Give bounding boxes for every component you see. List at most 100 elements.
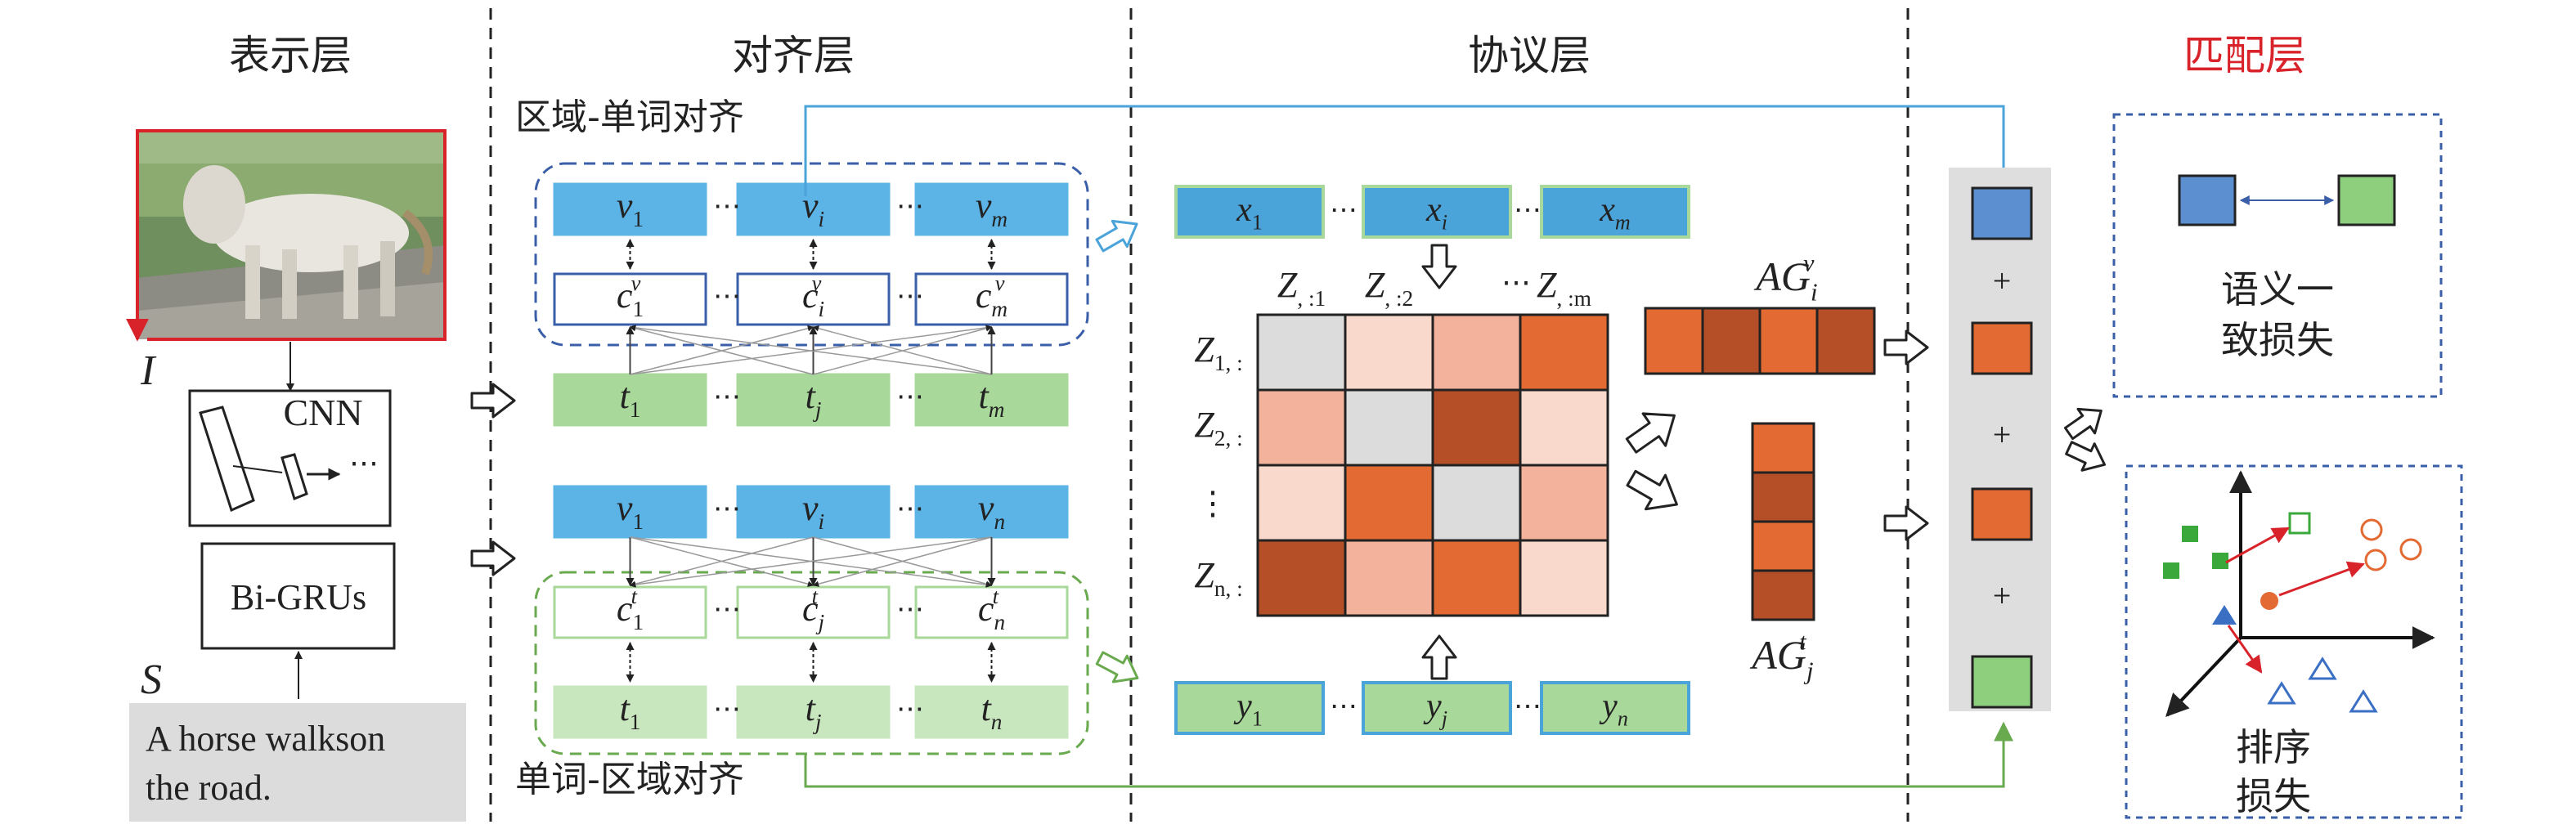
x-dots-0: ⋯ [1330, 195, 1358, 226]
photo-frame [137, 129, 447, 341]
rep-to-align-arrow-2 [470, 540, 516, 576]
word-region-title: 单词-区域对齐 [515, 759, 744, 800]
point-blue-hollow-1 [2308, 656, 2337, 680]
x-box-1 [1174, 185, 1325, 239]
ag-v-cell-2 [1758, 307, 1819, 375]
t-bot-box-j [736, 685, 891, 739]
y-box-j [1362, 681, 1512, 735]
concat-orange-cell-1 [1971, 321, 2033, 375]
t-top-box-1 [553, 373, 707, 427]
axis-y [2165, 636, 2242, 718]
matrix-row-header-0: Z1, : [1194, 329, 1242, 375]
heat-cell-0-2 [1431, 313, 1522, 392]
v-top-dots-0: ⋯ [713, 191, 741, 222]
matrix-row-header-dots: ⋮ [1196, 485, 1229, 522]
align-to-agree-blue-arrow [1095, 219, 1138, 253]
ct-dots-1: ⋯ [896, 594, 924, 625]
semantic-image-cell [2178, 174, 2237, 226]
region-word-to-matching-arrow [804, 105, 2013, 196]
matrix-col-header-0: Z, :1 [1277, 265, 1326, 311]
rank-arrow-2 [2278, 561, 2365, 597]
heat-cell-1-0 [1256, 388, 1347, 467]
ranking-loss-line-1: 排序 [2236, 725, 2311, 769]
section-title-agreement: 协议层 [1468, 32, 1591, 79]
region-word-title: 区域-单词对齐 [515, 96, 744, 138]
ag-v-cell-0 [1644, 307, 1704, 375]
t-bot-dots-0: ⋯ [713, 694, 741, 724]
heat-cell-2-3 [1519, 464, 1609, 542]
point-green-square-2 [2163, 562, 2179, 579]
v-top-box-m [914, 182, 1069, 236]
image-label: I [140, 347, 157, 394]
section-title-matching: 匹配层 [2183, 32, 2306, 79]
semantic-loss-line-2: 致损失 [2221, 318, 2334, 362]
bigru-label: Bi-GRUs [231, 577, 366, 617]
concat-orange-cell-2 [1971, 487, 2033, 541]
cv-label-m: cmv [976, 271, 1008, 321]
heat-cell-0-0 [1256, 313, 1347, 392]
semantic-loss-panel: 语义一 致损失 [2112, 113, 2443, 398]
bigru-block: Bi-GRUs [200, 542, 396, 650]
v-top-box-1 [553, 182, 707, 236]
heat-cell-3-1 [1344, 539, 1434, 617]
fan-bot-2-0 [629, 536, 992, 588]
ag-t-cell-1 [1751, 471, 1815, 523]
y-dots-0: ⋯ [1330, 692, 1358, 722]
agt-to-matching-arrow [1883, 505, 1929, 541]
ag-t-cell-2 [1751, 520, 1815, 572]
caption-line-2: the road. [146, 768, 272, 808]
point-orange-hollow-3 [2364, 549, 2387, 571]
t-bot-box-1 [553, 685, 707, 739]
y-label-j: yj [1423, 688, 1447, 731]
heat-cell-0-3 [1519, 313, 1609, 392]
heat-cell-2-0 [1256, 464, 1347, 542]
point-green-hollow-square [2288, 512, 2311, 535]
point-blue-hollow-2 [2267, 681, 2296, 705]
matrix-to-agt-arrow [1626, 469, 1678, 511]
cv-box-i [736, 272, 891, 326]
fan-bot-2-1 [812, 536, 992, 587]
point-blue-hollow-3 [2349, 689, 2378, 713]
y-to-matrix-arrow [1421, 634, 1457, 680]
plus-1: + [1993, 262, 2012, 299]
x-dots-1: ⋯ [1514, 195, 1542, 226]
cnn-dots: ⋯ [349, 446, 379, 479]
v-bot-dots-1: ⋯ [896, 494, 924, 524]
rank-arrow-1 [2225, 527, 2290, 564]
matrix-col-header-2: Z, :m [1537, 265, 1591, 311]
region-word-group [534, 162, 1089, 347]
ct-box-j [736, 585, 891, 639]
word-region-to-matching-arrow [804, 721, 2013, 788]
matrix-row-header-1: Z2, : [1194, 405, 1242, 450]
v-bot-label-1: v1 [617, 488, 644, 534]
v-top-box-i [736, 182, 891, 236]
fan-bot-1-0 [629, 536, 814, 587]
ag-v-cell-3 [1815, 307, 1876, 375]
cv-dots-0: ⋯ [713, 281, 741, 311]
point-orange-hollow-1 [2360, 518, 2383, 541]
matrix-col-header-1: Z, :2 [1365, 265, 1413, 311]
agv-to-matching-arrow [1883, 329, 1929, 365]
x-box-m [1540, 185, 1690, 239]
matrix-col-header-dots: ⋯ [1501, 266, 1531, 298]
v-bot-dots-0: ⋯ [713, 494, 741, 524]
caption-line-1: A horse walkson [146, 719, 385, 759]
plus-2: + [1993, 416, 2012, 453]
heat-cell-3-3 [1519, 539, 1609, 617]
fan-top-1-0 [629, 325, 814, 375]
cnn-block: CNN ⋯ [188, 389, 392, 527]
ct-label-1: c1t [617, 584, 644, 634]
heat-cell-2-1 [1344, 464, 1434, 542]
cnn-label: CNN [283, 392, 362, 433]
sentence-label: S [141, 656, 162, 703]
t-top-dots-1: ⋯ [896, 382, 924, 412]
matrix-to-agv-arrow [1625, 412, 1676, 454]
t-bot-box-n [914, 685, 1069, 739]
concat-to-semantic-arrow [2063, 407, 2103, 441]
concat-to-ranking-arrow [2065, 441, 2107, 472]
y-box-n [1540, 681, 1690, 735]
ct-dots-0: ⋯ [713, 594, 741, 625]
